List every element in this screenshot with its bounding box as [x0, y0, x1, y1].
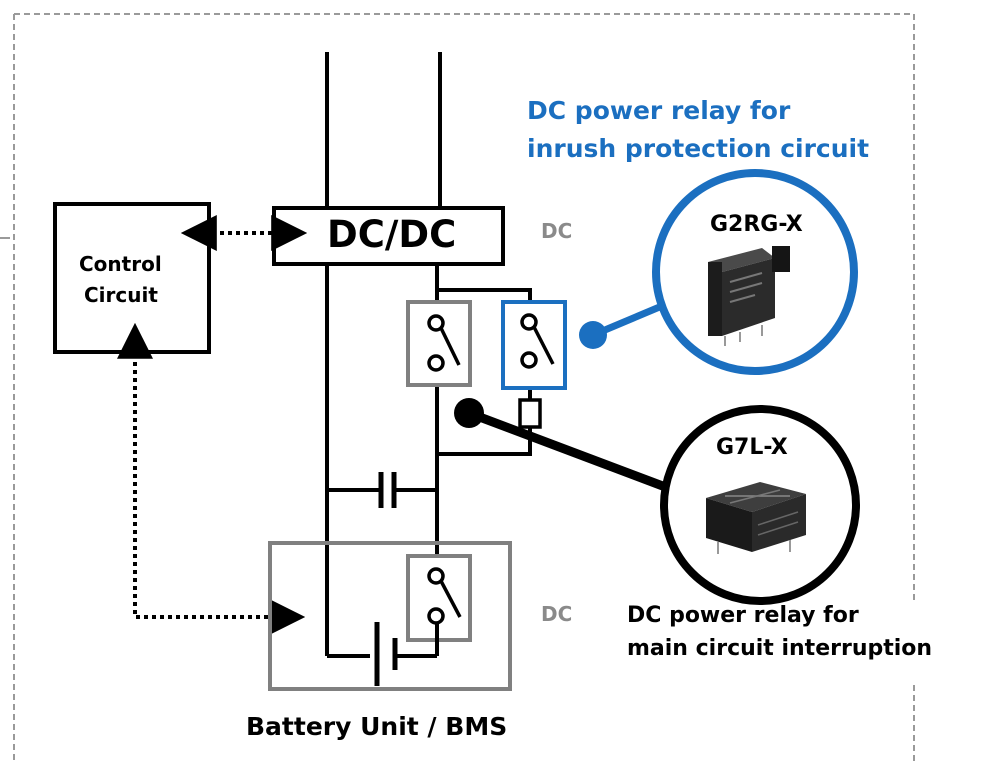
dc-label-bottom: DC: [541, 602, 573, 626]
dashed-frame: [13, 13, 915, 763]
dcdc-label: DC/DC: [327, 213, 457, 256]
inrush-relay-box: [501, 300, 567, 390]
inrush-relay-title-line2: inrush protection circuit: [527, 134, 870, 163]
battery-unit-label: Battery Unit / BMS: [246, 712, 508, 741]
resistor: [518, 398, 542, 429]
g7l-pointer-line: [467, 408, 670, 493]
battery-unit-box: [268, 541, 512, 691]
g7l-model-label: G7L-X: [716, 435, 788, 460]
relay-product-photo: [708, 246, 790, 346]
signal-arrows: [117, 215, 308, 635]
dcdc-converter-box: [272, 206, 505, 266]
inrush-relay-title-line1: DC power relay for: [527, 96, 791, 125]
control-circuit-label-line2: Circuit: [84, 283, 158, 307]
control-circuit-box: [53, 202, 211, 354]
bypass-relay-box: [406, 300, 472, 387]
g2rg-pointer-dot: [579, 321, 607, 349]
g7l-pointer-dot: [454, 398, 484, 428]
dc-label-top: DC: [541, 219, 573, 243]
main-relay-title-line2: main circuit interruption: [627, 636, 933, 661]
relay-contact-icon: [427, 567, 462, 625]
relay-product-photo: [706, 482, 806, 554]
capacitor-icon: [378, 472, 397, 508]
control-circuit-label-line1: Control: [79, 252, 162, 276]
battery-icon: [374, 622, 398, 686]
main-relay-title-line1: DC power relay for: [627, 603, 859, 628]
g2rg-model-label: G2RG-X: [710, 212, 803, 237]
relay-contact-icon: [520, 313, 555, 369]
relay-contact-icon: [427, 314, 461, 372]
